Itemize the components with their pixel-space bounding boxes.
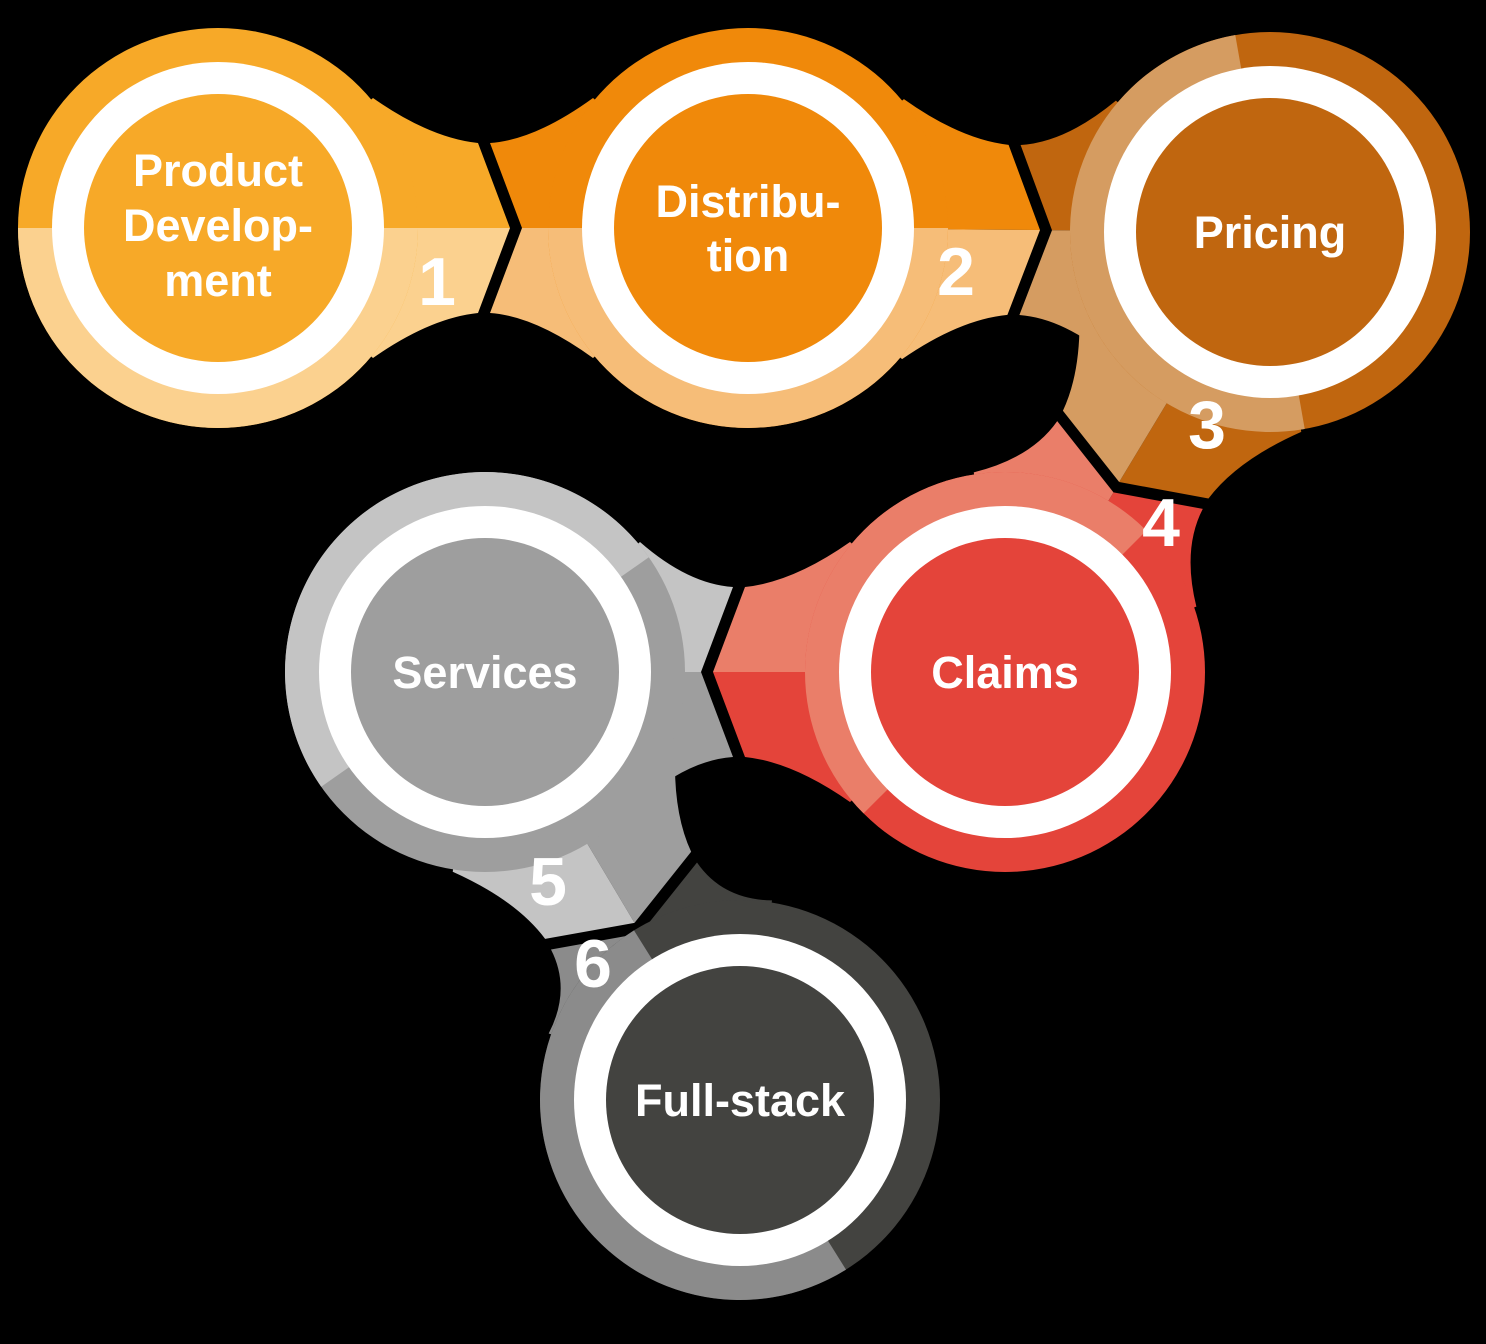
node-pricing: Pricing xyxy=(1070,32,1470,432)
node-6-label: Full-stack xyxy=(635,1075,846,1126)
node-1-label-line-2: Develop- xyxy=(123,200,313,251)
step-number-3: 3 xyxy=(1188,387,1226,463)
node-distribution: Distribu- tion xyxy=(548,28,948,428)
step-number-5: 5 xyxy=(529,844,567,920)
node-4-label: Claims xyxy=(931,647,1079,698)
step-number-2: 2 xyxy=(937,234,975,310)
step-number-4: 4 xyxy=(1142,485,1180,561)
node-product-development: Product Develop- ment xyxy=(18,28,418,428)
node-6-core xyxy=(606,966,874,1234)
node-claims: Claims xyxy=(805,472,1205,872)
node-4-core xyxy=(871,538,1139,806)
step-numbers: 1 2 3 4 5 6 xyxy=(418,234,1226,1002)
node-5-core xyxy=(351,538,619,806)
node-services: Services xyxy=(285,472,685,872)
node-2-label-line-2: tion xyxy=(707,230,789,281)
step-number-1: 1 xyxy=(418,244,456,320)
node-2-core xyxy=(614,94,882,362)
node-5-label: Services xyxy=(392,647,577,698)
node-1-label-line-1: Product xyxy=(133,145,303,196)
node-2-label-line-1: Distribu- xyxy=(656,176,841,227)
node-3-label: Pricing xyxy=(1194,207,1347,258)
node-1-core xyxy=(84,94,352,362)
node-1-label-line-3: ment xyxy=(164,255,272,306)
step-number-6: 6 xyxy=(574,926,612,1002)
node-full-stack: Full-stack xyxy=(540,900,940,1300)
node-3-core xyxy=(1136,98,1404,366)
